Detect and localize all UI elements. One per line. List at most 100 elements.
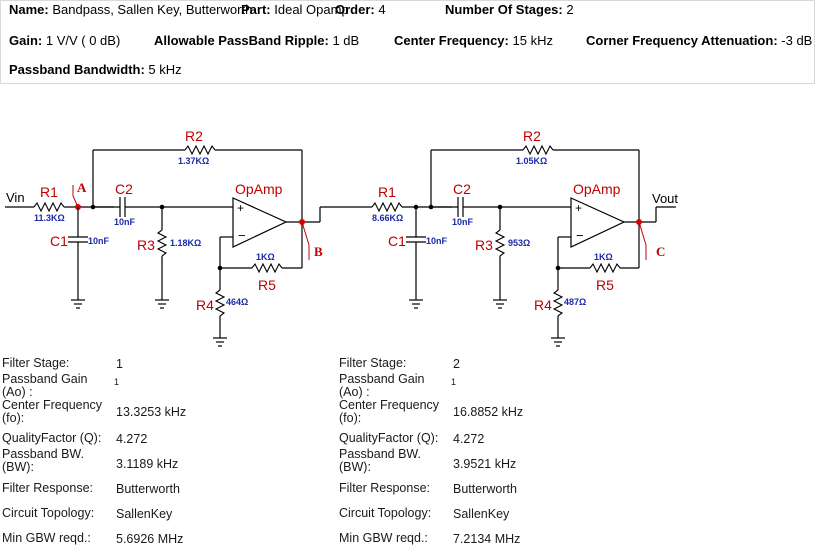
stage2-r3-value: 953Ω [508, 238, 530, 248]
stage1-r2-label: R2 [185, 128, 203, 144]
stage2-r2-resistor [522, 144, 554, 156]
stage1-c2-value: 10nF [114, 217, 136, 227]
svg-text:+: + [237, 201, 244, 215]
stage1-r1-value: 11.3KΩ [34, 213, 65, 223]
circuit-topology-label: Circuit Topology: [2, 506, 95, 520]
circuit-topology-label: Circuit Topology: [339, 506, 432, 520]
stage1-r3-label: R3 [137, 237, 155, 253]
stage1-opamp-symbol [232, 197, 288, 248]
quality-factor-value: 4.272 [453, 432, 485, 446]
stage1-r4-resistor [214, 289, 226, 317]
stage2-r4-resistor [552, 289, 564, 317]
stage2-r2-value: 1.05KΩ [516, 156, 547, 166]
stage1-c1-label: C1 [50, 233, 68, 249]
stage2-r3-resistor [494, 229, 506, 257]
passband-bw-value: 3.9521 kHz [453, 457, 517, 471]
min-gbw-label: Min GBW reqd.: [339, 531, 428, 545]
min-gbw-label: Min GBW reqd.: [2, 531, 91, 545]
quality-factor-label: QualityFactor (Q): [2, 431, 102, 445]
stage1-r1-label: R1 [40, 184, 58, 200]
stage1-r2-value: 1.37KΩ [178, 156, 209, 166]
center-frequency-value: 13.3253 kHz [116, 405, 187, 419]
stage1-r3-resistor [156, 229, 168, 257]
stage1-r1-resistor [33, 201, 65, 213]
stage-label: Filter Stage: [2, 356, 70, 370]
stage2-c2-label: C2 [453, 181, 471, 197]
order-field: Order: 4 [335, 2, 386, 17]
filter-response-value: Butterworth [116, 482, 180, 496]
center-frequency-label: Center Frequency (fo): [2, 398, 103, 425]
passband-bw-label: Passband BW. (BW): [2, 447, 84, 474]
svg-text:−: − [576, 228, 584, 243]
stage2-opamp-label: OpAmp [573, 181, 621, 197]
min-gbw-value: 5.6926 MHz [116, 532, 184, 546]
filter-response-label: Filter Response: [2, 481, 94, 495]
stage1-r5-label: R5 [258, 277, 276, 293]
gain-field: Gain: 1 V/V ( 0 dB) [9, 33, 121, 48]
stage1-opamp-label: OpAmp [235, 181, 283, 197]
node-a-label: A [77, 180, 87, 195]
stage2-c1-label: C1 [388, 233, 406, 249]
stage1-c2-label: C2 [115, 181, 133, 197]
stage2-r1-resistor [371, 201, 403, 213]
min-gbw-value: 7.2134 MHz [453, 532, 521, 546]
vout-label: Vout [652, 191, 678, 206]
stage1-details: Filter Stage: 1 Passband Gain (Ao) : 1 C… [2, 355, 302, 550]
stage2-c2-value: 10nF [452, 217, 474, 227]
circuit-topology-value: SallenKey [453, 507, 510, 521]
ripple-field: Allowable PassBand Ripple: 1 dB [154, 33, 360, 48]
passband-bandwidth-field: Passband Bandwidth: 5 kHz [9, 62, 182, 77]
stage1-r4-label: R4 [196, 297, 214, 313]
corner-attenuation-field: Corner Frequency Attenuation: -3 dB [586, 33, 813, 48]
stage1-r5-value: 1KΩ [256, 252, 275, 262]
stage2-r1-value: 8.66KΩ [372, 213, 403, 223]
passband-bw-label: Passband BW. (BW): [339, 447, 421, 474]
stage2-r5-label: R5 [596, 277, 614, 293]
stage2-opamp-symbol [570, 197, 626, 248]
center-frequency-field: Center Frequency: 15 kHz [394, 33, 553, 48]
stage2-r4-label: R4 [534, 297, 552, 313]
stage2-r4-value: 487Ω [564, 297, 586, 307]
part-field: Part: Ideal Opamp [241, 2, 349, 17]
stage1-r5-resistor [251, 262, 283, 274]
stage2-details: Filter Stage: 2 Passband Gain (Ao) : 1 C… [339, 355, 639, 550]
quality-factor-value: 4.272 [116, 432, 148, 446]
circuit-schematic: Vin R1 11.3KΩ A C1 10nF R2 1.37KΩ [5, 128, 678, 347]
svg-text:−: − [238, 228, 246, 243]
vin-label: Vin [6, 190, 25, 205]
stage-label: Filter Stage: [339, 356, 407, 370]
node-c-label: C [656, 244, 665, 259]
stage2-r3-ground [493, 299, 507, 309]
stage1-r4-ground [213, 337, 227, 347]
stage2-r5-resistor [589, 262, 621, 274]
passband-gain-value: 1 [451, 377, 457, 387]
circuit-topology-value: SallenKey [116, 507, 173, 521]
filter-response-value: Butterworth [453, 482, 517, 496]
stage2-r3-label: R3 [475, 237, 493, 253]
design-summary-header: Name: Bandpass, Sallen Key, Butterworth … [0, 0, 815, 84]
filter-response-label: Filter Response: [339, 481, 431, 495]
stage1-circuit: Vin R1 11.3KΩ A C1 10nF R2 1.37KΩ [5, 128, 323, 347]
center-frequency-value: 16.8852 kHz [453, 405, 524, 419]
stage-value: 2 [453, 357, 460, 371]
stage1-r3-value: 1.18KΩ [170, 238, 201, 248]
stage2-r2-label: R2 [523, 128, 541, 144]
passband-gain-label: Passband Gain (Ao) : [2, 372, 88, 399]
center-frequency-label: Center Frequency (fo): [339, 398, 440, 425]
stage1-c1-value: 10nF [88, 236, 110, 246]
passband-gain-label: Passband Gain (Ao) : [339, 372, 425, 399]
stage1-c1-ground [71, 299, 85, 309]
name-field: Name: Bandpass, Sallen Key, Butterworth [9, 2, 253, 17]
stage2-r4-ground [551, 337, 565, 347]
svg-text:+: + [575, 201, 582, 215]
stages-count-field: Number Of Stages: 2 [445, 2, 574, 17]
stage2-r1-label: R1 [378, 184, 396, 200]
stage2-c1-ground [409, 299, 423, 309]
stage2-c1-value: 10nF [426, 236, 448, 246]
passband-bw-value: 3.1189 kHz [116, 457, 179, 471]
stage2-r5-value: 1KΩ [594, 252, 613, 262]
quality-factor-label: QualityFactor (Q): [339, 431, 439, 445]
stage1-r3-ground [155, 299, 169, 309]
node-b-label: B [314, 244, 323, 259]
passband-gain-value: 1 [114, 377, 120, 387]
